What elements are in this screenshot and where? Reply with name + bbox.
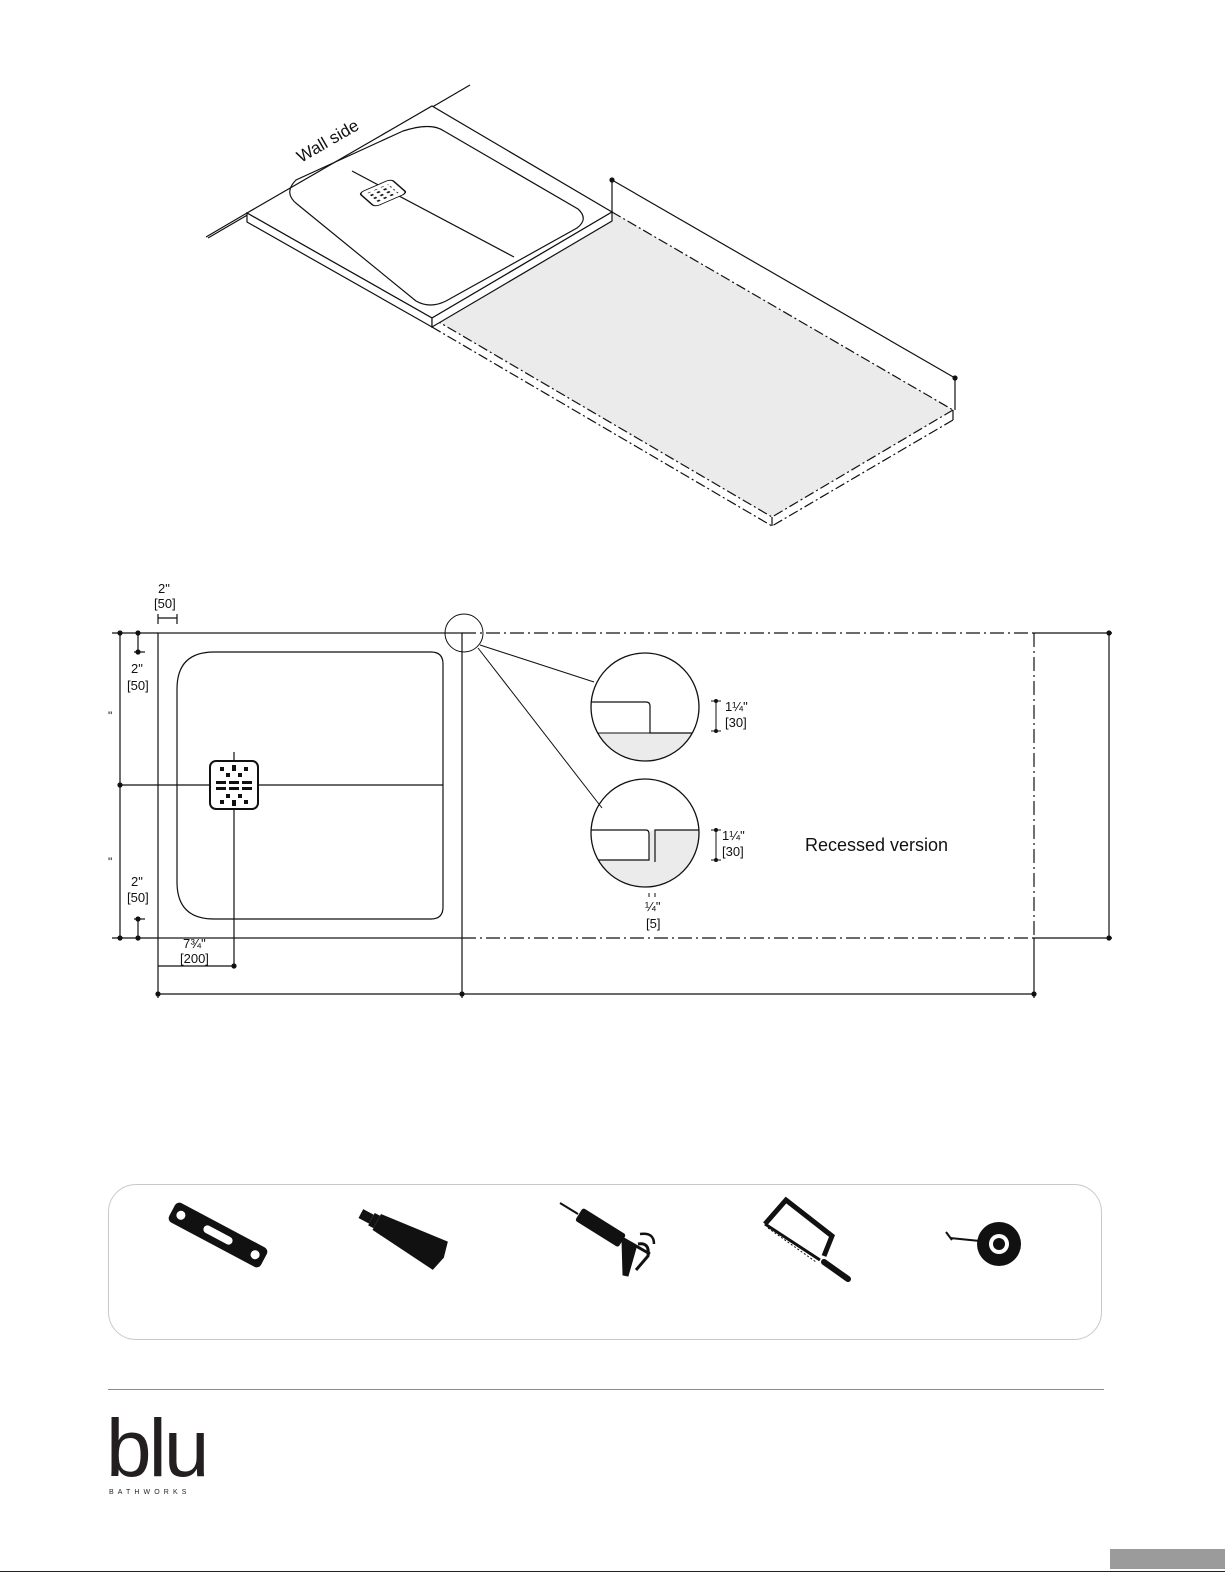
bottom-divider [0,1571,1225,1572]
detail-callouts [445,614,602,808]
recess-depth-mm: [5] [646,916,660,931]
drain-offset-mm: [200] [180,951,209,966]
recessed-height-mm: [30] [722,844,744,859]
extension-plan-outline [462,633,1034,938]
wall-line-stub [206,213,247,237]
brand-subtitle: BATHWORKS [109,1489,191,1496]
plan-drain-grate [210,761,258,809]
recess-depth-label: ¼" [645,899,661,914]
top-border-dim-label: 2" [158,581,170,596]
plan-view [112,614,1112,998]
drain-offset-label: 7¾" [183,936,206,951]
left-bottom-dim-mm: [50] [127,890,149,905]
detail-recessed [585,779,721,897]
recessed-version-label: Recessed version [805,835,948,855]
standard-height-mm: [30] [725,715,747,730]
detail-standard [585,653,721,773]
tools-panel [108,1184,1102,1340]
left-top-dim-mm: [50] [127,678,149,693]
left-bottom-dim-label: 2" [131,874,143,889]
left-mark-upper: " [108,709,112,723]
standard-height-label: 1¼" [725,699,748,714]
recessed-height-label: 1¼" [722,828,745,843]
left-mark-lower: " [108,855,112,869]
page-tab [1110,1549,1225,1569]
left-top-dim-label: 2" [131,661,143,676]
top-border-dim-mm: [50] [154,596,176,611]
brand-logo: blu [106,1408,206,1490]
footer-divider [108,1389,1104,1390]
